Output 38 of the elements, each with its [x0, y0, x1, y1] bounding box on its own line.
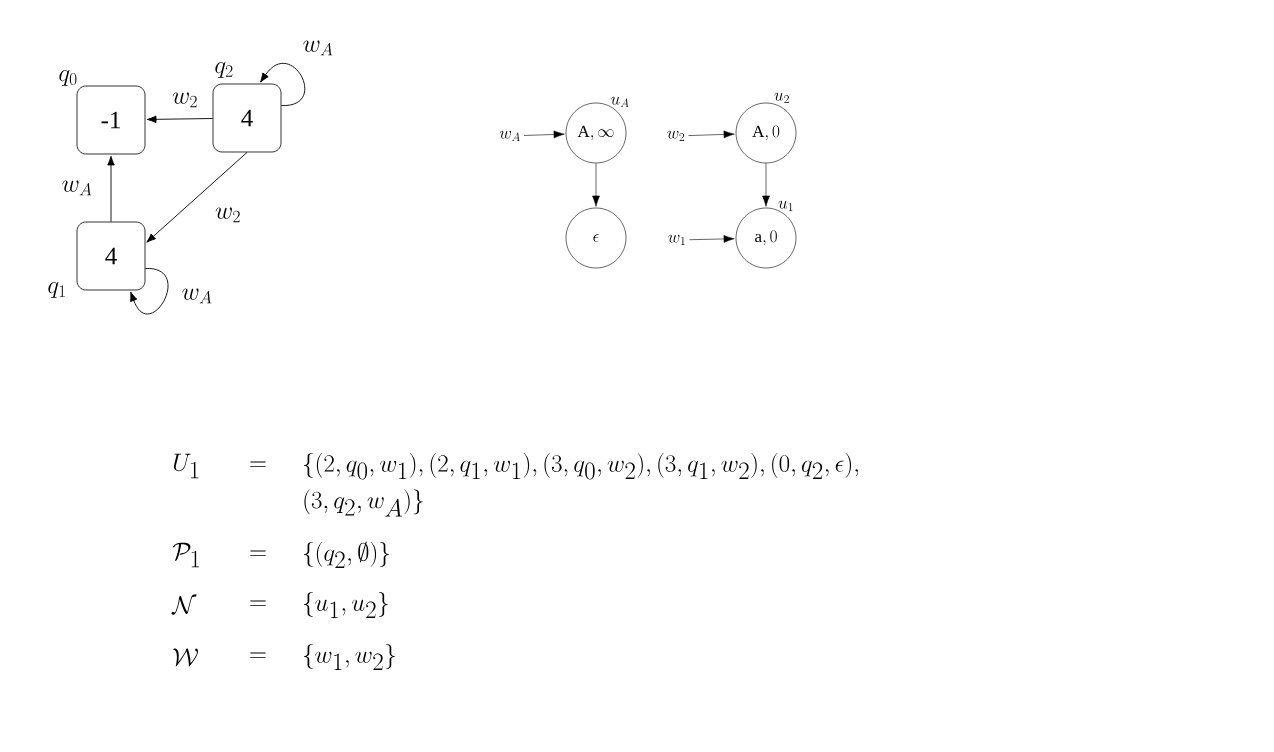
formula: $\mathcal{N}$: [171, 594, 197, 615]
edge-label: $w_A$: [301, 39, 335, 57]
formula: $U_1$: [173, 453, 199, 479]
formula: $\{(2, q_0, w_1), (2, q_1, w_1), (3, q_0, w_2), (3, q_1, w_2), (0, q_2, \epsilon),$: [304, 452, 859, 480]
formula: $(3, q_2, w_A)\}$: [304, 489, 423, 517]
state-box: 4: [76, 221, 146, 291]
state-label: $q_0$: [59, 69, 77, 86]
equals-sign: $=$: [250, 550, 266, 556]
input-label: $w_A$: [499, 130, 520, 141]
input-label: $w_1$: [668, 234, 685, 245]
state-label: $q_1$: [48, 281, 65, 298]
arrow: [130, 268, 169, 315]
arrow: [689, 235, 735, 243]
arrow: [592, 163, 600, 207]
edge-label: $w_2$: [171, 91, 199, 109]
equals-sign: $=$: [250, 600, 266, 606]
arrow: [146, 151, 248, 243]
arrow: [107, 155, 115, 223]
arrow: [762, 163, 770, 207]
arrow: [146, 115, 214, 123]
equals-sign: $=$: [250, 461, 266, 467]
state-label: $q_2$: [215, 61, 233, 78]
input-label: $w_2$: [667, 130, 685, 141]
formula: $\mathcal{P}_1$: [172, 542, 200, 568]
state-label: $u_2$: [774, 92, 789, 103]
edge-label: $w_2$: [214, 206, 242, 224]
arrow: [523, 130, 565, 139]
formula: $\{(q_2, \emptyset)\}$: [304, 541, 389, 569]
edge-label: $w_A$: [180, 287, 214, 305]
formula: $\mathcal{W}$: [173, 648, 198, 667]
state-box: -1: [76, 85, 146, 155]
formula: $\{u_1, u_2\}$: [304, 591, 388, 619]
state-box: 4: [212, 83, 282, 153]
arrow: [688, 130, 735, 139]
formula: $\{w_1, w_2\}$: [304, 643, 395, 671]
equals-sign: $=$: [250, 652, 266, 658]
arrow: [260, 63, 306, 106]
edge-label: $w_A$: [60, 179, 94, 197]
